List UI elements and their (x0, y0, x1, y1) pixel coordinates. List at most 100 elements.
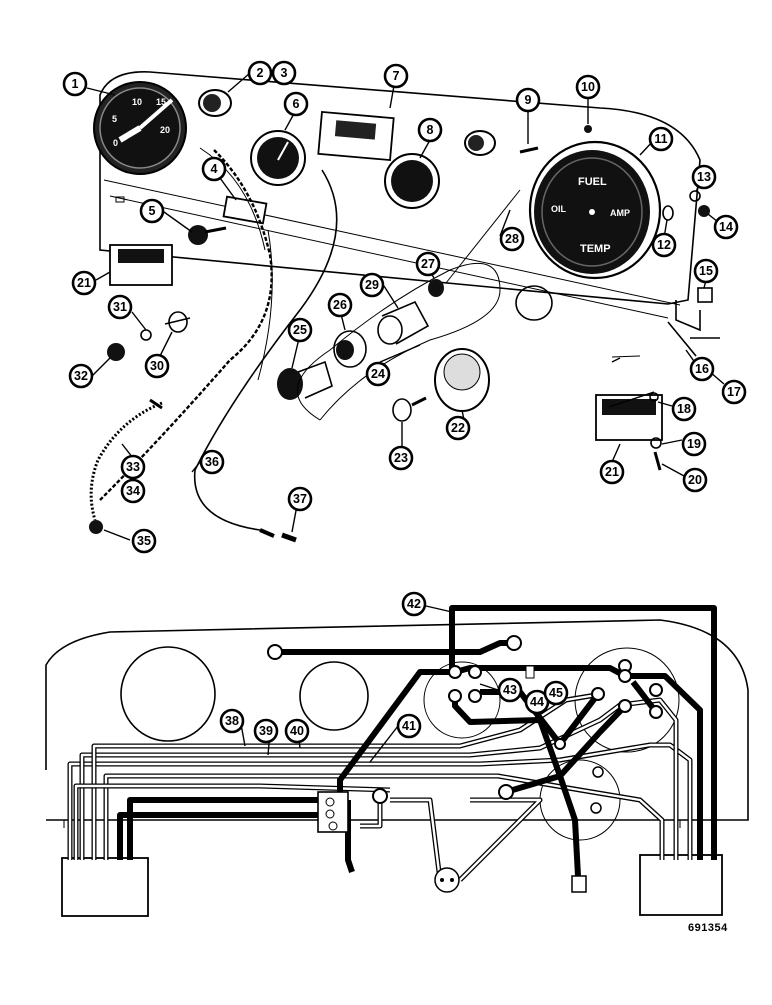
svg-text:1: 1 (72, 77, 79, 91)
svg-text:34: 34 (126, 484, 140, 498)
callout-35: 35 (131, 528, 157, 554)
cluster-temp-label: TEMP (580, 243, 611, 255)
svg-text:39: 39 (259, 724, 273, 738)
callout-18: 18 (671, 396, 697, 422)
callout-36: 36 (199, 449, 225, 475)
callout-10: 10 (575, 74, 601, 100)
cluster-amp-label: AMP (610, 208, 630, 218)
svg-text:11: 11 (654, 132, 667, 146)
callout-1: 1 (62, 71, 88, 97)
svg-text:10: 10 (581, 80, 595, 94)
cluster-fuel-label: FUEL (578, 176, 607, 188)
panel-outline-wiring (45, 619, 749, 821)
cluster-gauge: FUEL OIL AMP TEMP (528, 140, 662, 280)
svg-text:3: 3 (281, 66, 288, 80)
callout-26: 26 (327, 292, 353, 318)
thick-wire-harness (117, 605, 717, 877)
instrument-panel (99, 71, 701, 305)
svg-text:14: 14 (719, 220, 733, 234)
svg-text:31: 31 (113, 300, 127, 314)
svg-text:45: 45 (549, 686, 563, 700)
svg-text:26: 26 (333, 298, 347, 312)
callout-9: 9 (515, 87, 541, 113)
svg-text:6: 6 (293, 97, 300, 111)
svg-text:17: 17 (727, 385, 741, 399)
speedo-mark-10: 10 (132, 97, 142, 107)
exploded-view: 10 15 20 5 0 FUEL OIL (89, 71, 720, 543)
speedo-mark-0: 0 (113, 138, 118, 148)
svg-text:20: 20 (688, 473, 702, 487)
svg-text:27: 27 (421, 257, 435, 271)
callout-12: 12 (651, 232, 677, 258)
svg-text:41: 41 (402, 719, 416, 733)
svg-text:2: 2 (257, 66, 264, 80)
svg-text:28: 28 (505, 232, 519, 246)
svg-text:8: 8 (427, 123, 434, 137)
svg-text:40: 40 (290, 724, 304, 738)
svg-text:16: 16 (695, 362, 709, 376)
svg-text:12: 12 (657, 238, 671, 252)
callout-29: 29 (359, 272, 385, 298)
callout-37: 37 (287, 486, 313, 512)
callout-16: 16 (689, 356, 715, 382)
svg-text:22: 22 (451, 421, 465, 435)
callout-32: 32 (68, 363, 94, 389)
svg-text:23: 23 (394, 451, 408, 465)
svg-text:33: 33 (126, 460, 140, 474)
svg-text:18: 18 (677, 402, 691, 416)
svg-text:25: 25 (293, 323, 307, 337)
callout-7: 7 (383, 63, 409, 89)
callout-21-left: 21 (71, 270, 97, 296)
callout-6: 6 (283, 91, 309, 117)
cluster-oil-label: OIL (551, 204, 567, 214)
speedo-mark-15: 15 (156, 97, 166, 107)
callout-44: 44 (524, 689, 550, 715)
callout-2: 2 (247, 60, 273, 86)
image-reference-number: 691354 (688, 922, 728, 934)
svg-text:4: 4 (211, 162, 218, 176)
callout-40: 40 (284, 718, 310, 744)
svg-text:44: 44 (530, 695, 544, 709)
svg-text:37: 37 (293, 492, 307, 506)
wiring-diagram (45, 605, 749, 917)
svg-text:36: 36 (205, 455, 219, 469)
svg-text:24: 24 (371, 367, 385, 381)
speedo-mark-20: 20 (160, 125, 170, 135)
callout-17: 17 (721, 379, 747, 405)
svg-text:15: 15 (699, 264, 713, 278)
callout-11: 11 (648, 126, 674, 152)
svg-text:21: 21 (77, 276, 91, 290)
callout-30: 30 (144, 353, 170, 379)
svg-text:9: 9 (525, 93, 532, 107)
callout-23: 23 (388, 445, 414, 471)
svg-text:30: 30 (150, 359, 164, 373)
callout-39: 39 (253, 718, 279, 744)
callout-28: 28 (499, 226, 525, 252)
callout-14: 14 (713, 214, 739, 240)
speedo-mark-5: 5 (112, 114, 117, 124)
callout-42: 42 (401, 591, 427, 617)
callout-13: 13 (691, 164, 717, 190)
callout-15: 15 (693, 258, 719, 284)
svg-text:5: 5 (149, 204, 156, 218)
callout-27: 27 (415, 251, 441, 277)
callout-5: 5 (139, 198, 165, 224)
svg-text:7: 7 (393, 69, 400, 83)
svg-text:38: 38 (225, 714, 239, 728)
callout-25: 25 (287, 317, 313, 343)
callout-41: 41 (396, 713, 422, 739)
callout-20: 20 (682, 467, 708, 493)
thin-wire-bundle (67, 692, 693, 882)
svg-text:21: 21 (605, 465, 619, 479)
terminals (267, 635, 663, 893)
callout-31: 31 (107, 294, 133, 320)
svg-text:19: 19 (687, 437, 701, 451)
callout-33: 33 (120, 454, 146, 480)
speedometer-gauge: 10 15 20 5 0 (93, 81, 187, 175)
callout-43: 43 (497, 677, 523, 703)
callout-24: 24 (365, 361, 391, 387)
callout-38: 38 (219, 708, 245, 734)
svg-text:29: 29 (365, 278, 379, 292)
callout-19: 19 (681, 431, 707, 457)
